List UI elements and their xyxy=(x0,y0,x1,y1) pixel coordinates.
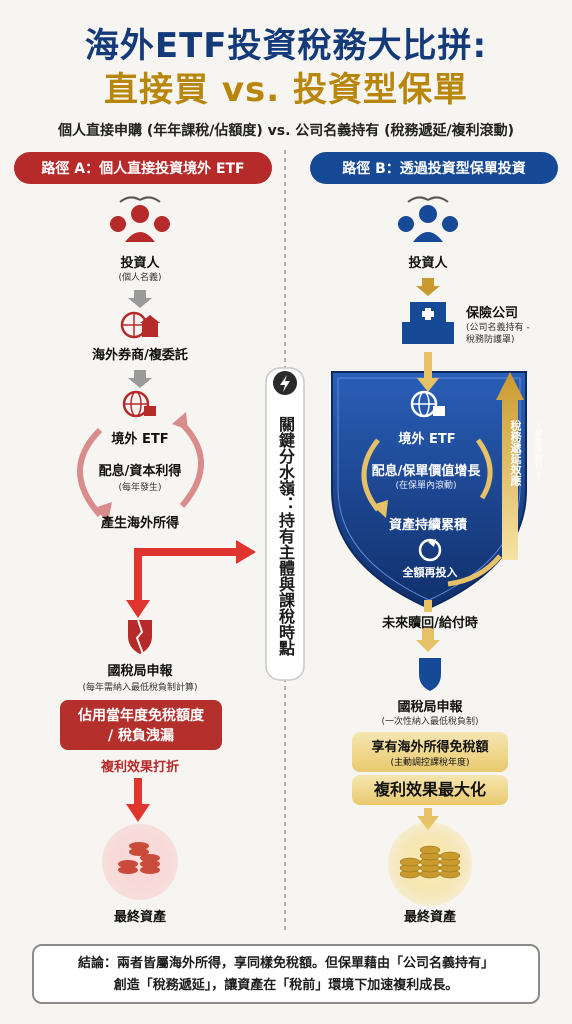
etf-label-b: 境外 ETF xyxy=(398,432,456,447)
exemption-note: (主動調控課稅年度) xyxy=(390,758,470,768)
exemption-box: 享有海外所得免稅額 (主動調控課稅年度) xyxy=(352,732,508,772)
income-note-b: (在保單內滾動) xyxy=(395,481,457,491)
tax-note-a: (每年需納入最低稅負制計算) xyxy=(82,683,198,693)
coins-icon-a xyxy=(118,842,160,874)
tax-note-b: (一次性納入最低稅負制) xyxy=(381,717,479,727)
etf-globe-icon-a xyxy=(122,390,156,418)
final-assets-label-b: 最終資產 xyxy=(403,910,456,925)
coins-icon-b xyxy=(399,845,461,879)
tax-bureau-label-b: 國稅局申報 xyxy=(397,700,463,715)
final-assets-label-a: 最終資產 xyxy=(113,910,166,925)
key-divider-text: 關鍵分水嶺：持有主體與課稅時點 xyxy=(276,416,295,656)
final-assets-glow-a xyxy=(102,824,178,900)
arrow-down-a2 xyxy=(128,370,152,388)
conclusion-box: 結論：兩者皆屬海外所得，享同樣免稅額。但保單藉由「公司名義持有」 創造「稅務遞延… xyxy=(32,944,540,1004)
etf-label-a: 境外 ETF xyxy=(111,432,169,447)
tax-leak-line2: / 稅負洩漏 xyxy=(108,728,174,744)
tax-bureau-label-a: 國稅局申報 xyxy=(107,664,173,679)
etf-globe-icon-b xyxy=(410,390,445,418)
cycle-arrow-right-a-head xyxy=(172,412,188,430)
page-title-line2: 直接買 vs. 投資型保單 xyxy=(104,70,468,110)
conclusion-line1: 結論：兩者皆屬海外所得，享同樣免稅額。但保單藉由「公司名義持有」 xyxy=(77,956,494,971)
tax-deferral-note: (資金滾複利) xyxy=(534,420,543,478)
compound-max-box: 複利效果最大化 xyxy=(352,775,508,805)
page-title-line1: 海外ETF投資稅務大比拼: xyxy=(84,26,488,66)
lightning-icon xyxy=(273,371,297,395)
compound-discount-label: 複利效果打折 xyxy=(100,760,179,775)
exemption-line1: 享有海外所得免稅額 xyxy=(371,740,489,755)
page-subtitle: 個人直接申購 (年年課稅/佔額度) vs. 公司名義持有 (稅務遞延/複利滾動) xyxy=(57,123,515,139)
path-a-pill: 路徑 A：個人直接投資境外 ETF xyxy=(14,152,272,184)
reinvest-icon xyxy=(418,538,442,562)
investor-icon-b xyxy=(398,196,458,242)
overseas-income-label: 產生海外所得 xyxy=(100,516,179,531)
investor-icon-a xyxy=(110,196,170,242)
insurer-building-icon xyxy=(402,302,454,344)
investor-label-a: 投資人 xyxy=(120,256,160,271)
arrow-down-b1 xyxy=(416,278,440,296)
income-label-a: 配息/資本利得 xyxy=(98,464,182,479)
reinvest-label: 全額再投入 xyxy=(402,566,458,579)
broken-shield-icon xyxy=(128,619,152,655)
divider-panel xyxy=(265,367,305,681)
broker-icon xyxy=(120,311,160,339)
path-b-pill: 路徑 B：透過投資型保單投資 xyxy=(310,152,558,184)
redeem-label: 未來贖回/給付時 xyxy=(382,616,478,631)
cycle-arrow-left-a-head xyxy=(94,502,112,522)
arrow-down-b2 xyxy=(416,628,440,652)
tax-leak-box: 佔用當年度免稅額度 / 稅負洩漏 xyxy=(60,700,222,750)
conclusion-line2: 創造「稅務遞延」，讓資產在「稅前」環境下加速複利成長。 xyxy=(113,978,459,993)
income-label-b: 配息/保單價值增長 xyxy=(371,464,481,479)
insurer-note-2: 稅務防護罩) xyxy=(466,335,515,345)
insurer-label: 保險公司 xyxy=(466,306,519,321)
small-shield-icon xyxy=(419,658,441,691)
tax-deferral-arrow xyxy=(496,372,524,560)
broker-label: 海外券商/複委託 xyxy=(92,348,188,363)
income-note-a: (每年發生) xyxy=(118,483,162,493)
investor-note-a: (個人名義) xyxy=(118,273,162,283)
arrow-down-a1 xyxy=(128,290,152,308)
cycle-arrow-left-a xyxy=(77,427,103,517)
tax-leak-line1: 佔用當年度免稅額度 xyxy=(78,708,204,724)
accumulate-label: 資產持續累積 xyxy=(388,518,467,533)
insurer-note-1: (公司名義持有 - xyxy=(466,323,530,333)
tax-deferral-label: 稅務遞延效應 xyxy=(509,420,522,486)
investor-label-b: 投資人 xyxy=(408,256,448,271)
